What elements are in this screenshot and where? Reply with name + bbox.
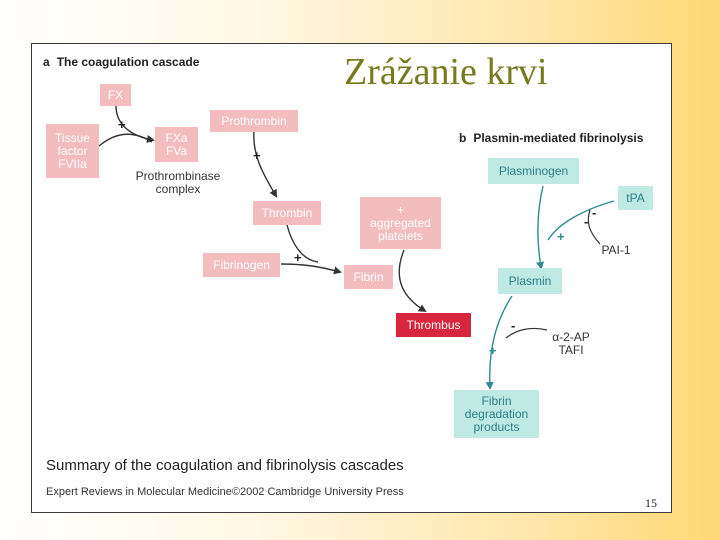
fdp-line-3: products bbox=[473, 419, 520, 434]
fibrin-box: Fibrin bbox=[344, 265, 393, 289]
figure-caption: Summary of the coagulation and fibrinoly… bbox=[46, 457, 404, 474]
arrow-plasminogen-to-plasmin bbox=[536, 185, 545, 270]
fx-box: FX bbox=[100, 84, 131, 106]
fxa-fva-box: FXa FVa bbox=[155, 127, 198, 162]
tissue-factor-line-2: factor bbox=[57, 143, 88, 158]
tafi-label: TAFI bbox=[558, 343, 584, 357]
fdp-line-1: Fibrin bbox=[481, 393, 512, 408]
minus-sign-pai1-a: - bbox=[592, 205, 597, 220]
arrow-tpa-to-plasmin bbox=[547, 200, 615, 241]
tpa-box: tPA bbox=[618, 186, 653, 210]
figure-credit: Expert Reviews in Molecular Medicine©200… bbox=[46, 486, 404, 498]
arrow-thrombin-to-fibrin bbox=[286, 224, 319, 263]
panel-a-heading: a The coagulation cascade bbox=[43, 55, 199, 69]
prothrombinase-line-2: complex bbox=[155, 182, 201, 196]
fdp-line-2: degradation bbox=[464, 406, 529, 421]
tissue-factor-line-1: Tissue bbox=[55, 130, 90, 145]
inhibitors-label: α-2-AP TAFI bbox=[546, 331, 596, 357]
slide-title: Zrážanie krvi bbox=[344, 51, 548, 93]
prothrombinase-complex-label: Prothrombinase complex bbox=[122, 170, 234, 196]
inhibition-pai1-to-tpa bbox=[587, 209, 601, 245]
panel-b-title: Plasmin-mediated fibrinolysis bbox=[473, 131, 644, 145]
arrow-fibrinogen-to-fibrin bbox=[280, 263, 342, 275]
thrombus-box: Thrombus bbox=[396, 313, 471, 337]
fva-label: FVa bbox=[165, 143, 188, 158]
plus-sign-thrombin: + bbox=[294, 250, 302, 265]
minus-sign-pai1-b: - bbox=[584, 214, 589, 229]
arrow-prothrombin-to-thrombin bbox=[253, 130, 277, 198]
platelets-plus: + bbox=[396, 202, 404, 217]
arrow-platelets-to-thrombus bbox=[398, 249, 427, 313]
prothrombin-box: Prothrombin bbox=[210, 110, 298, 132]
prothrombinase-line-1: Prothrombinase bbox=[135, 169, 221, 183]
fibrin-degradation-products-box: Fibrin degradation products bbox=[454, 390, 539, 438]
plus-sign-plasmin: + bbox=[489, 343, 497, 358]
fibrinogen-box: Fibrinogen bbox=[203, 253, 280, 277]
platelets-line-1: aggregated bbox=[370, 215, 431, 230]
arrow-plasmin-to-fdp bbox=[485, 295, 513, 390]
arrow-tissue-factor-to-fxa bbox=[98, 133, 153, 147]
platelets-line-2: platelets bbox=[378, 228, 423, 243]
aggregated-platelets-box: + aggregated platelets bbox=[360, 197, 441, 249]
page-number: 15 bbox=[645, 496, 657, 510]
panel-b-letter: b bbox=[459, 131, 467, 145]
panel-b-heading: b Plasmin-mediated fibrinolysis bbox=[459, 131, 643, 145]
inhibition-a2ap-to-plasmin-path bbox=[505, 327, 548, 339]
plasmin-box: Plasmin bbox=[498, 268, 562, 294]
tissue-factor-box: Tissue factor FVIIa bbox=[46, 124, 99, 178]
pai1-label: PAI-1 bbox=[601, 243, 631, 257]
tissue-factor-line-3: FVIIa bbox=[58, 156, 87, 171]
fxa-label: FXa bbox=[165, 130, 188, 145]
panel-a-title: The coagulation cascade bbox=[56, 55, 200, 69]
plasminogen-box: Plasminogen bbox=[488, 158, 579, 184]
plus-sign-fx: + bbox=[118, 117, 126, 132]
thrombin-box: Thrombin bbox=[253, 201, 321, 225]
plus-sign-tpa: + bbox=[557, 229, 565, 244]
plus-sign-prothrombinase: + bbox=[253, 148, 261, 163]
panel-a-letter: a bbox=[43, 55, 50, 69]
alpha2ap-label: α-2-AP bbox=[552, 330, 590, 344]
minus-sign-inhibitors: - bbox=[511, 318, 516, 333]
